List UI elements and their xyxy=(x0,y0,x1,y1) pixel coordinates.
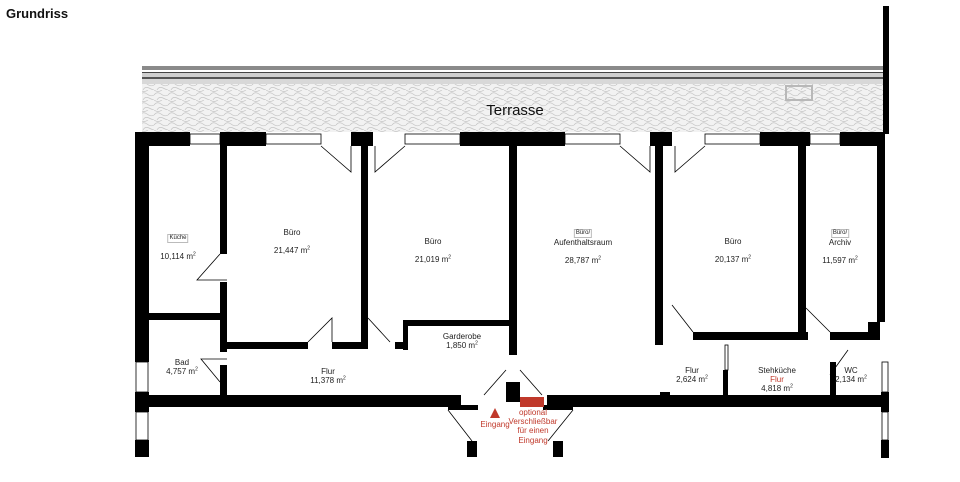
door-swings xyxy=(196,131,885,442)
room-buero-1: Büro 21,447 m2 xyxy=(273,228,311,256)
room-kueche: Küche 10,114 m2 xyxy=(160,234,196,262)
room-archiv: Büro/ Archiv 11,597 m2 xyxy=(822,229,858,266)
room-flur-2: Flur 2,624 m2 xyxy=(676,366,708,385)
entrance-label: Eingang xyxy=(480,420,510,429)
room-flur-1: Flur 11,378 m2 xyxy=(310,367,346,386)
terrace xyxy=(142,66,883,132)
room-stehkueche: Stehküche Flur 4,818 m2 xyxy=(758,366,796,394)
room-aufenthaltsraum: Büro/ Aufenthaltsraum 28,787 m2 xyxy=(553,229,613,266)
room-wc: WC 2,134 m2 xyxy=(835,366,867,385)
optional-lock-marker xyxy=(520,397,544,407)
room-bad: Bad 4,757 m2 xyxy=(166,358,198,377)
room-garderobe: Garderobe 1,850 m2 xyxy=(442,332,482,351)
terrace-label: Terrasse xyxy=(486,102,544,119)
page-title: Grundriss xyxy=(6,6,69,21)
room-buero-3: Büro 20,137 m2 xyxy=(714,237,752,265)
entrance-arrow-icon xyxy=(490,408,500,418)
walls xyxy=(135,132,889,458)
room-buero-2: Büro 21,019 m2 xyxy=(414,237,452,265)
optional-lock-note: optional Verschließbar für einen Eingang xyxy=(508,408,558,445)
